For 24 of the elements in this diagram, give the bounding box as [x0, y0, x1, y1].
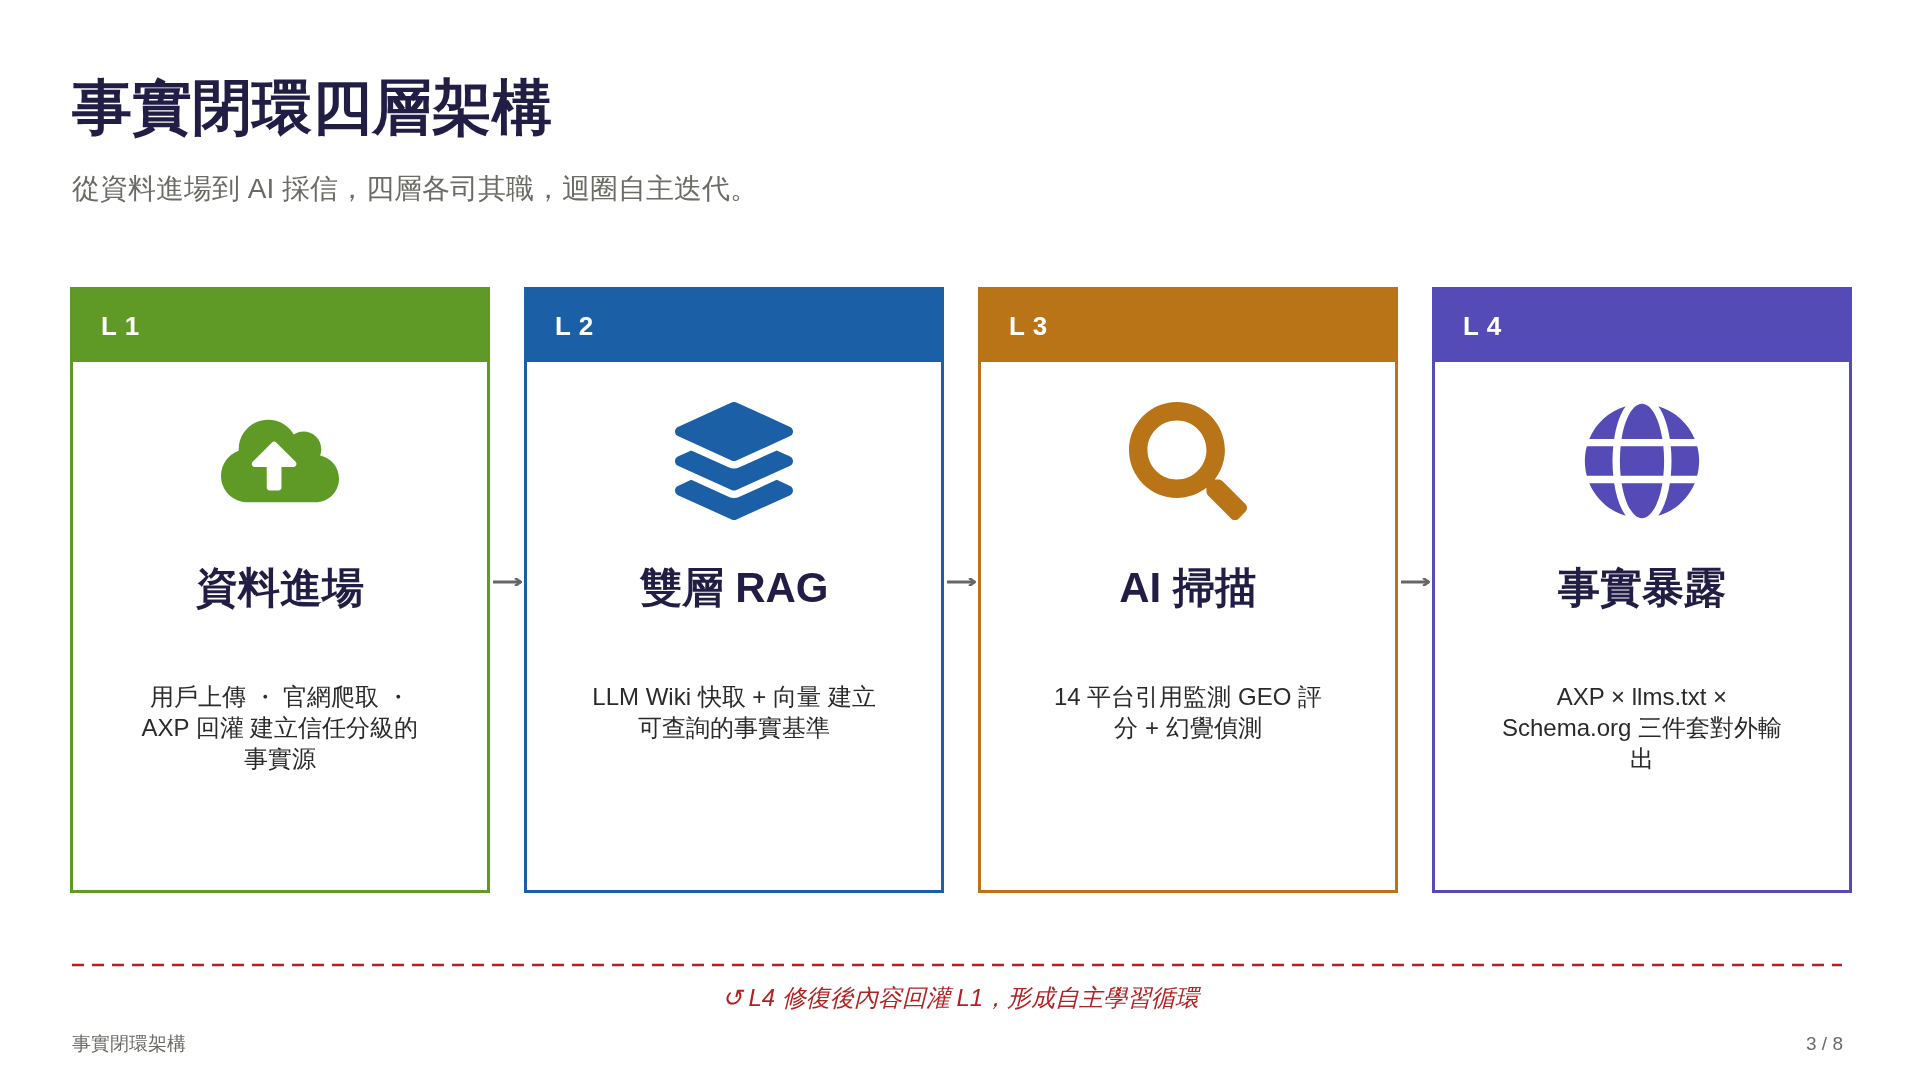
layer-title: 事實暴露 [1558, 563, 1726, 613]
layer-title: 雙層 RAG [639, 563, 829, 613]
layer-tag: L4 [1463, 306, 1509, 346]
arrow [947, 576, 977, 588]
layer-title: AI 掃描 [1119, 563, 1257, 613]
layer-description: AXP × llms.txt × Schema.org 三件套對外輸出 [1500, 682, 1784, 775]
layer-card [524, 287, 944, 893]
layer-title: 資料進場 [196, 563, 364, 613]
arrow [1401, 576, 1431, 588]
title: 事實閉環四層架構 [72, 73, 552, 143]
layer-description: 用戶上傳 ・ 官網爬取 ・ AXP 回灌 建立信任分級的事實源 [140, 682, 420, 775]
layer-card [1432, 287, 1852, 893]
layer-tag: L1 [101, 306, 147, 346]
layer-description: 14 平台引用監測 GEO 評分 + 幻覺偵測 [1052, 682, 1323, 744]
page-number: 3 / 8 [1806, 1032, 1843, 1056]
layer-tag: L3 [1009, 306, 1055, 346]
subtitle: 從資料進場到 AI 採信，四層各司其職，迴圈自主迭代。 [72, 172, 758, 206]
loop-note: ↺ L4 修復後內容回灌 L1，形成自主學習循環 [720, 983, 1202, 1013]
layer-tag: L2 [555, 306, 601, 346]
layer-card [978, 287, 1398, 893]
arrow [493, 576, 523, 588]
layer-description: LLM Wiki 快取 + 向量 建立可查詢的事實基準 [591, 682, 877, 744]
footer-text: 事實閉環架構 [72, 1032, 186, 1056]
layer-card [70, 287, 490, 893]
